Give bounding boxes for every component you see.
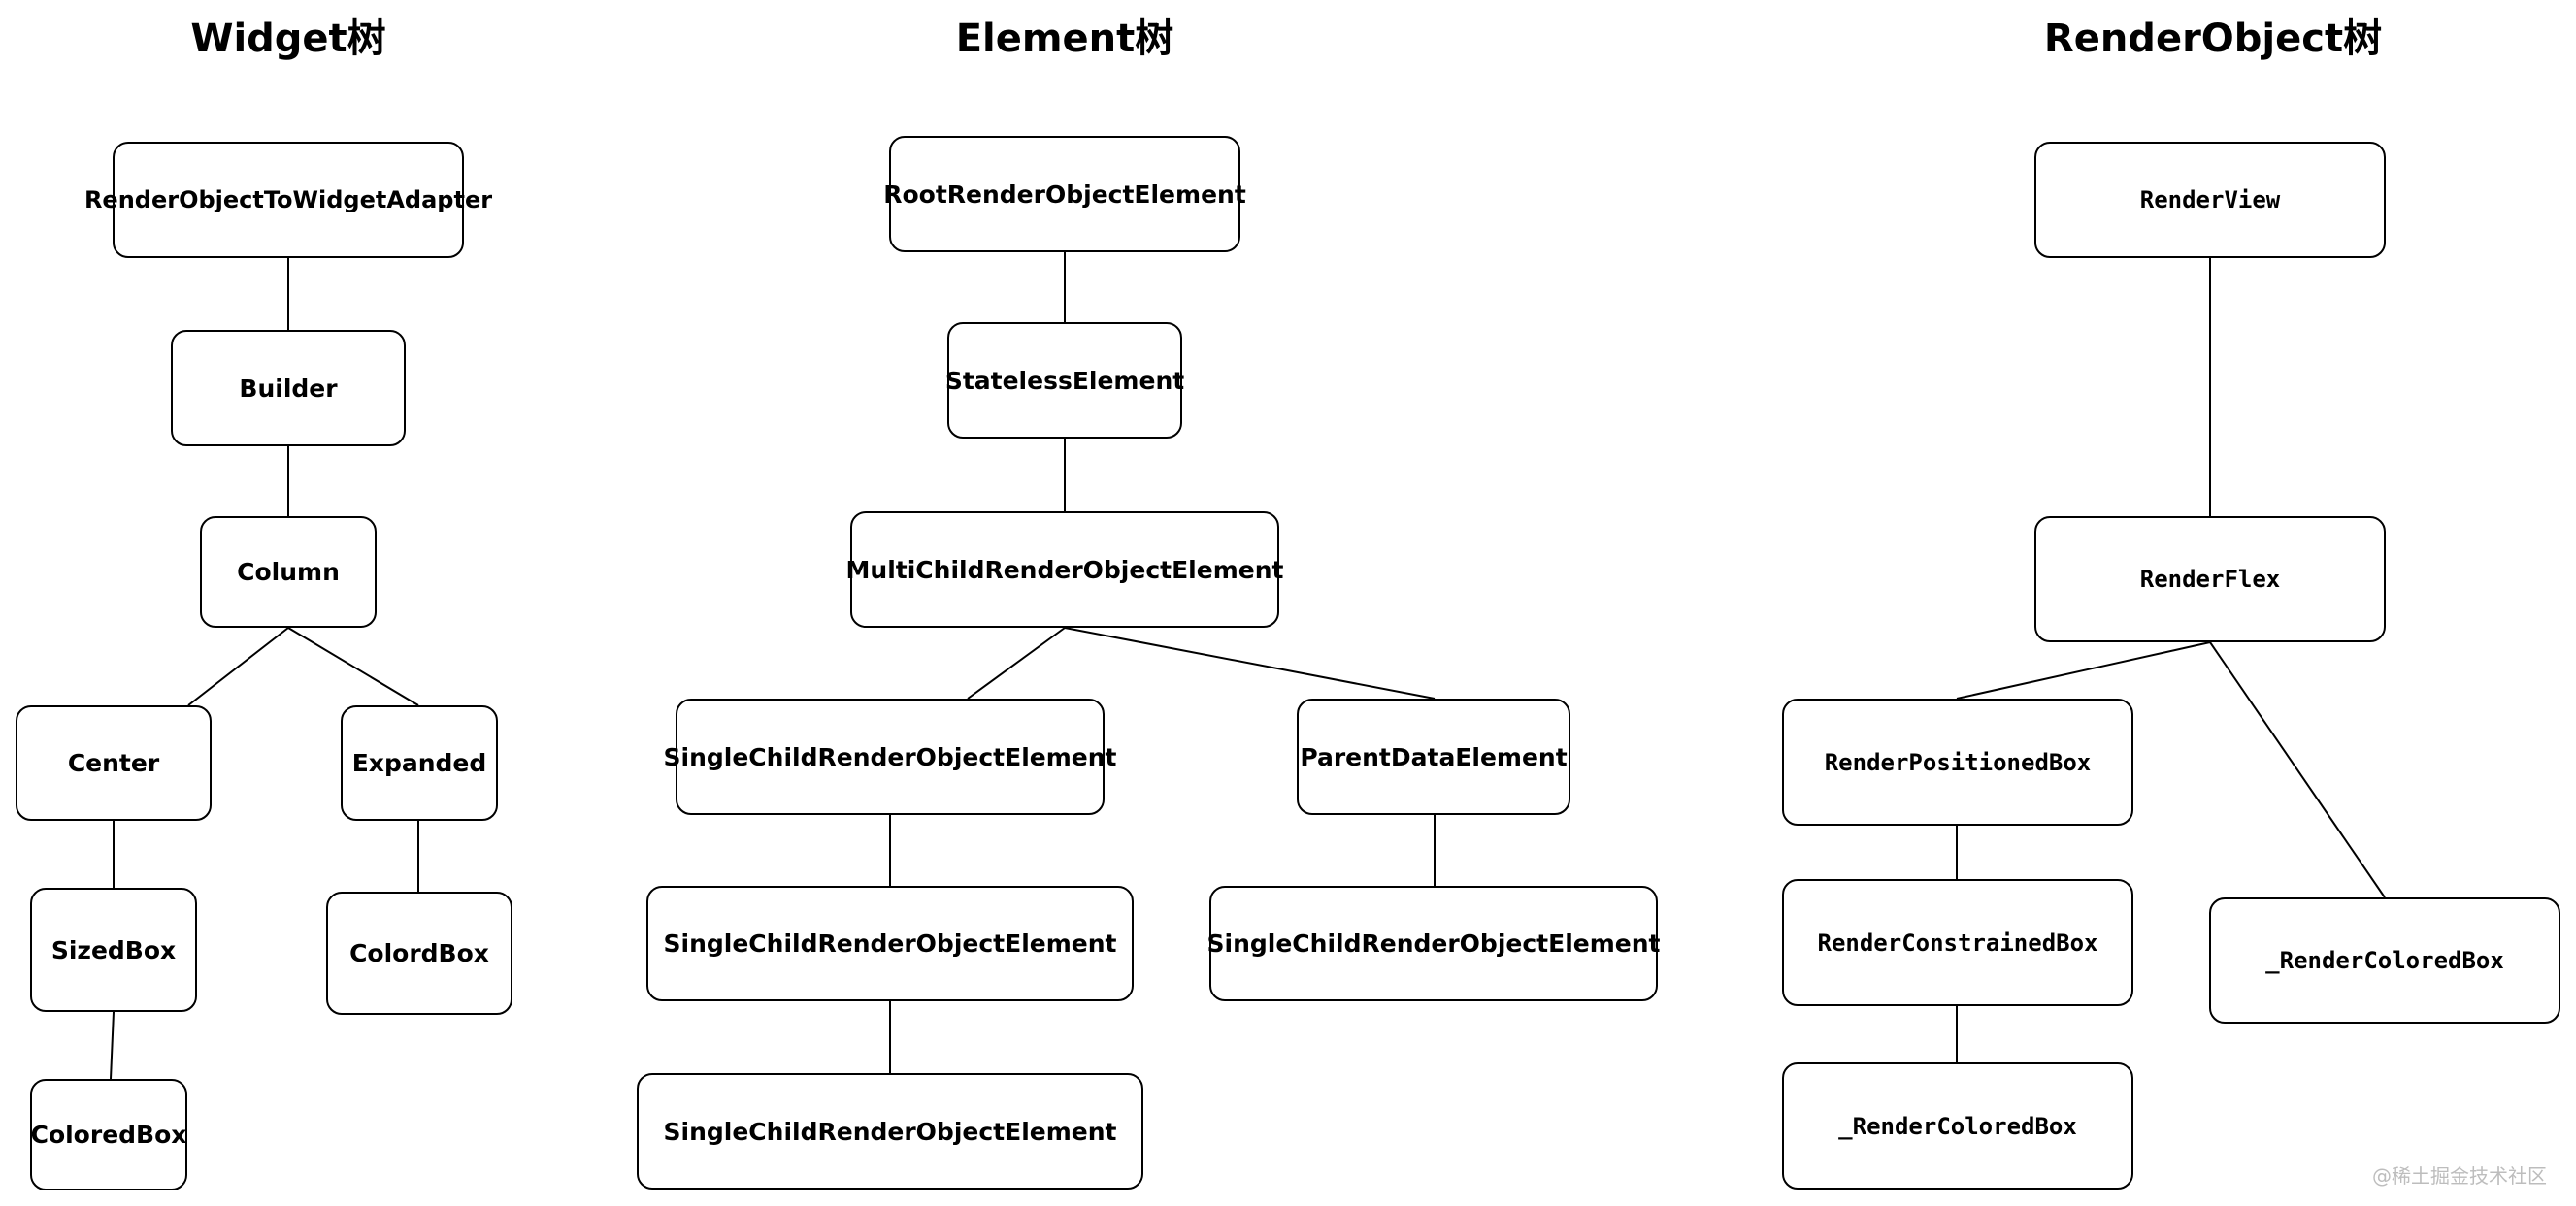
- edge-multichild-parentdata: [1064, 627, 1436, 700]
- render-node-coloredbox-bottom: _RenderColoredBox: [1782, 1062, 2133, 1190]
- edge-renderflex-coloredbox-right: [2209, 641, 2386, 898]
- widget-node-column: Column: [200, 516, 377, 628]
- element-node-parentdata: ParentDataElement: [1297, 699, 1570, 815]
- element-node-stateless: StatelessElement: [945, 322, 1184, 439]
- edge-multichild-single1: [967, 627, 1066, 700]
- widget-tree-title: Widget树: [190, 16, 386, 61]
- element-node-multichild: MultiChildRenderObjectElement: [846, 511, 1283, 628]
- edge-sizedbox-coloredbox: [110, 1011, 115, 1080]
- render-node-positionedbox: RenderPositionedBox: [1782, 699, 2133, 826]
- renderobject-tree-title: RenderObject树: [2043, 16, 2383, 61]
- edge-column-center: [187, 627, 289, 706]
- render-node-renderflex: RenderFlex: [2034, 516, 2386, 642]
- render-node-renderview: RenderView: [2034, 142, 2386, 258]
- edge-renderflex-positionedbox: [1956, 641, 2211, 700]
- element-node-single-4: SingleChildRenderObjectElement: [637, 1073, 1143, 1190]
- element-tree-title: Element树: [955, 16, 1174, 61]
- widget-node-expanded: Expanded: [341, 705, 498, 821]
- widget-node-adapter: RenderObjectToWidgetAdapter: [84, 142, 492, 258]
- edge-column-expanded: [287, 627, 419, 706]
- widget-node-coloredbox: ColoredBox: [30, 1079, 187, 1190]
- element-node-single-3: SingleChildRenderObjectElement: [1207, 886, 1660, 1001]
- watermark: @稀土掘金技术社区: [2372, 1164, 2547, 1188]
- widget-node-colordbox: ColordBox: [326, 892, 512, 1015]
- element-node-single-1: SingleChildRenderObjectElement: [664, 699, 1116, 815]
- widget-node-sizedbox: SizedBox: [30, 888, 197, 1012]
- render-node-coloredbox-right: _RenderColoredBox: [2209, 897, 2560, 1024]
- render-node-constrainedbox: RenderConstrainedBox: [1782, 879, 2133, 1006]
- widget-node-center: Center: [16, 705, 212, 821]
- element-node-root: RootRenderObjectElement: [883, 136, 1246, 252]
- element-node-single-2: SingleChildRenderObjectElement: [646, 886, 1134, 1001]
- widget-node-builder: Builder: [171, 330, 406, 446]
